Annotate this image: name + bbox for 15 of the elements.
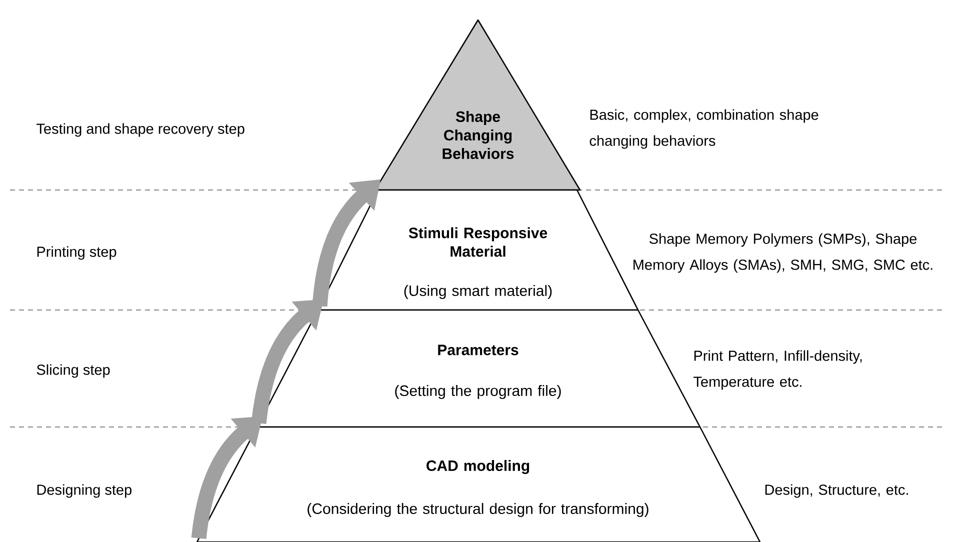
description-text: Print Pattern, Infill-density, Temperature etc. [694,350,862,390]
description-text: Shape Memory Polymers (SMPs), Shape Memory Alloys (SMAs), SMH, SMG, SMC etc. [634,233,932,273]
description-text: Design, Structure, etc. [765,484,908,498]
step-label: Printing step [37,246,116,260]
level-note: (Considering the structural design for transforming) [308,503,648,517]
level-note: (Setting the program file) [395,385,561,399]
level-heading: Stimuli Responsive Material [408,227,548,257]
level-heading: Shape Changing Behaviors [442,111,514,159]
level-note: (Using smart material) [404,285,552,299]
step-label: Testing and shape recovery step [36,123,244,137]
step-label: Slicing step [36,364,110,378]
level-heading: Parameters [438,344,518,356]
step-label: Designing step [37,484,132,498]
level-heading: CAD modeling [426,460,530,474]
description-text: Basic, complex, combination shape changing behaviors [590,109,818,149]
